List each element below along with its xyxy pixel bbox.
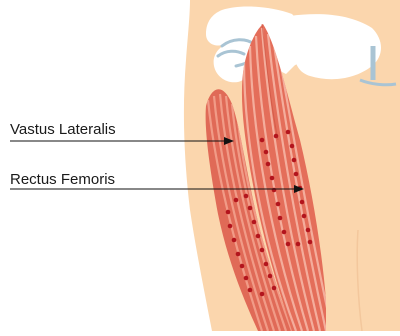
- rectus-femoris-label: Rectus Femoris: [10, 171, 115, 188]
- vastus-lateralis-label: Vastus Lateralis: [10, 121, 116, 138]
